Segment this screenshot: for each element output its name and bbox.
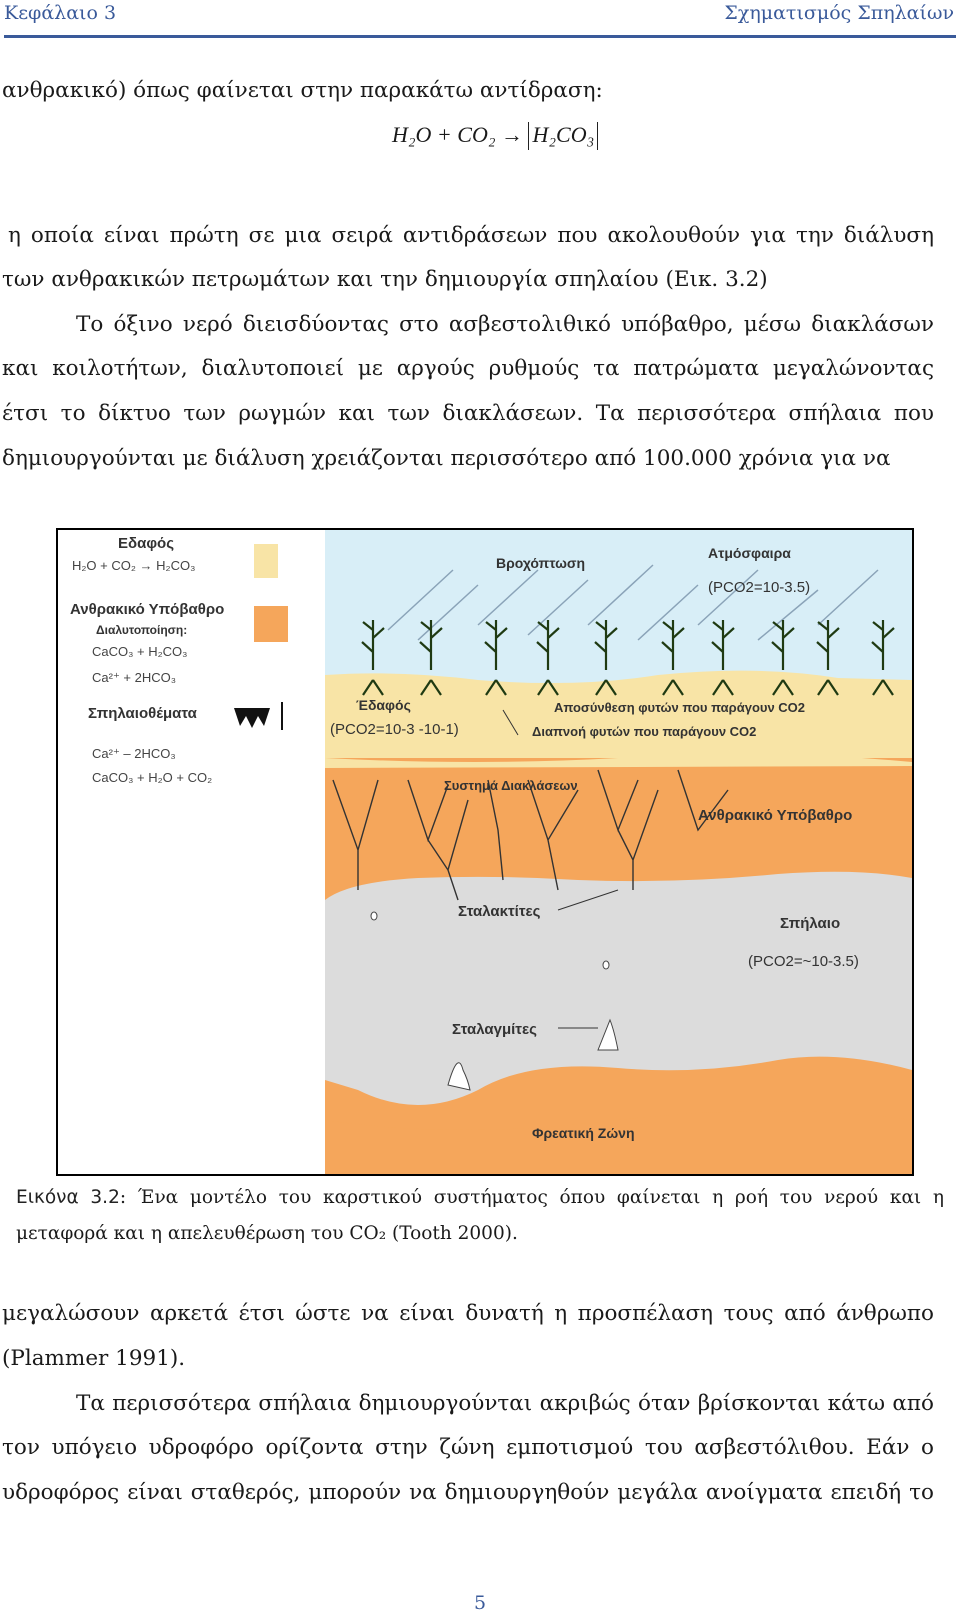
bedrock-label: Ανθρακικό Υπόβαθρο — [698, 807, 852, 824]
body-line-11: τον υπόγειο υδροφόρο ορίζοντα στην ζώνη … — [2, 1435, 934, 1460]
body-line-4: Το όξινο νερό διεισδύοντας στο ασβεστολι… — [76, 312, 934, 337]
body-line-6: έτσι το δίκτυο των ρωγμών και των διακλά… — [2, 401, 934, 426]
joint-system — [332, 769, 729, 901]
legend-speleo-reactant: Ca²⁺ – 2HCO₃ — [92, 746, 176, 761]
soil-pco2: (PCO2=10-3 -10-1) — [330, 721, 459, 738]
stalagmite — [597, 1018, 619, 1051]
body-line-1: ανθρακικό) όπως φαίνεται στην παρακάτω α… — [2, 78, 603, 103]
body-line-5: και κοιλοτήτων, διαλυτοποιεί με αργούς ρ… — [2, 356, 934, 381]
sky-zone — [325, 530, 912, 700]
equation-arrow: → — [500, 122, 523, 147]
legend-bedrock-title: Ανθρακικό Υπόβαθρο — [70, 601, 224, 618]
equation-right: H₂CO₃ — [528, 122, 599, 150]
speleothem-icon — [234, 708, 270, 728]
bedrock-swatch — [254, 606, 288, 642]
body-line-3: των ανθρακικών πετρωμάτων και την δημιου… — [2, 267, 768, 292]
plants — [361, 620, 895, 696]
legend-soil-reaction: H₂O + CO₂ → H₂CO₃ — [72, 558, 195, 573]
body-line-8: μεγαλώσουν αρκετά έτσι ώστε να είναι δυν… — [2, 1301, 934, 1326]
body-line-10: Τα περισσότερα σπήλαια δημιουργούνται ακ… — [76, 1391, 934, 1416]
equation-left: H₂O + CO₂ — [392, 122, 496, 147]
body-line-7: δημιουργούνται με διάλυση χρειάζονται πε… — [2, 446, 891, 471]
section-header: Σχηματισμός Σπηλαίων — [724, 2, 954, 24]
body-line-12: υδροφόρος είναι σταθερός, μπορούν να δημ… — [2, 1480, 934, 1505]
chapter-header: Κεφάλαιο 3 — [4, 2, 117, 24]
figure-caption-text: : Ένα μοντέλο του καρστικού συστήματος ό… — [119, 1187, 944, 1208]
figure-caption-line-2: μεταφορά και η απελευθέρωση του CO₂ (Too… — [16, 1223, 518, 1244]
figure-caption-label: Εικόνα 3.2 — [16, 1187, 120, 1208]
atmosphere-pco2: (PCO2=10-3.5) — [708, 579, 810, 596]
atmosphere-label: Ατμόσφαιρα — [708, 545, 791, 561]
figure-caption-line-1: Εικόνα 3.2: Ένα μοντέλο του καρστικού συ… — [16, 1184, 944, 1212]
stalagmites-label: Σταλαγμίτες — [452, 1021, 537, 1038]
legend-soil-title: Εδαφός — [118, 535, 174, 552]
legend-speleo-product: CaCO₃ + H₂O + CO₂ — [92, 770, 212, 785]
respiration-label: Διαπνοή φυτών που παράγουν CO2 — [532, 724, 756, 739]
karst-model-figure: Εδαφός H₂O + CO₂ → H₂CO₃ Ανθρακικό Υπόβα… — [56, 528, 914, 1176]
cave-label: Σπήλαιο — [780, 915, 840, 932]
body-line-2: η οποία είναι πρώτη σε μια σειρά αντιδρά… — [8, 223, 934, 248]
reaction-equation: H₂O + CO₂ → H₂CO₃ — [392, 122, 599, 150]
cave-zone — [325, 871, 912, 1105]
soil-swatch — [254, 544, 278, 578]
soil-zone — [325, 670, 912, 770]
legend-dissolution-reactant: CaCO₃ + H₂CO₃ — [92, 644, 187, 659]
legend-dissolution-product: Ca²⁺ + 2HCO₃ — [92, 670, 176, 685]
cave-pco2: (PCO2=~10-3.5) — [748, 953, 859, 970]
header-rule — [4, 35, 956, 38]
soil-label: Έδαφός — [356, 697, 411, 713]
legend-dissolution: Διαλυτοποίηση: — [96, 623, 187, 637]
joints-label: Συστημά Διακλάσεων — [444, 778, 578, 793]
legend-speleothem-title: Σπηλαιοθέματα — [88, 705, 198, 722]
phreatic-label: Φρεατική Ζώνη — [532, 1125, 635, 1141]
page-number: 5 — [473, 1592, 487, 1614]
decomposition-label: Αποσύνθεση φυτών που παράγουν CO2 — [554, 700, 805, 715]
stalactites-label: Σταλακτίτες — [458, 903, 541, 920]
karst-diagram: Εδαφός H₂O + CO₂ → H₂CO₃ Ανθρακικό Υπόβα… — [70, 530, 912, 1174]
rain-lines — [387, 564, 879, 641]
rain-label: Βροχόπτωση — [496, 555, 585, 571]
body-line-9: (Plammer 1991). — [2, 1346, 186, 1371]
